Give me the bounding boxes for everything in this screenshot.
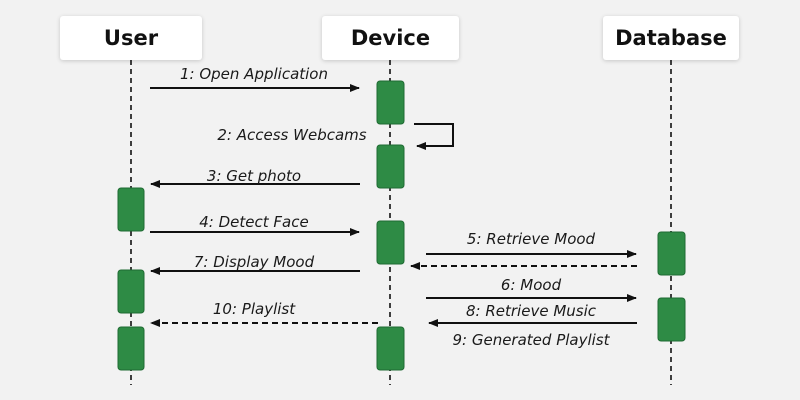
message-label-8: 8: Retrieve Music: [466, 302, 597, 320]
activation-box: [376, 80, 405, 125]
message-label-2: 2: Access Webcams: [217, 126, 366, 144]
activation-box: [117, 269, 145, 314]
actor-user: User: [60, 16, 202, 60]
message-label-3: 3: Get photo: [207, 167, 301, 185]
actor-database: Database: [603, 16, 739, 60]
activation-box: [657, 297, 686, 342]
activation-box: [376, 144, 405, 189]
activation-box: [117, 187, 145, 232]
actor-device: Device: [322, 16, 459, 60]
activation-box: [657, 231, 686, 276]
message-label-5: 5: Retrieve Mood: [467, 230, 596, 248]
message-arrow-2: [414, 123, 454, 150]
message-label-1: 1: Open Application: [180, 65, 328, 83]
message-label-7: 7: Display Mood: [194, 253, 315, 271]
activation-box: [376, 326, 405, 371]
message-label-4: 4: Detect Face: [199, 213, 308, 231]
message-label-9: 9: Generated Playlist: [452, 331, 610, 349]
message-label-10: 10: Playlist: [213, 300, 296, 318]
activation-box: [117, 326, 145, 371]
activation-box: [376, 220, 405, 265]
message-label-6: 6: Mood: [501, 276, 562, 294]
